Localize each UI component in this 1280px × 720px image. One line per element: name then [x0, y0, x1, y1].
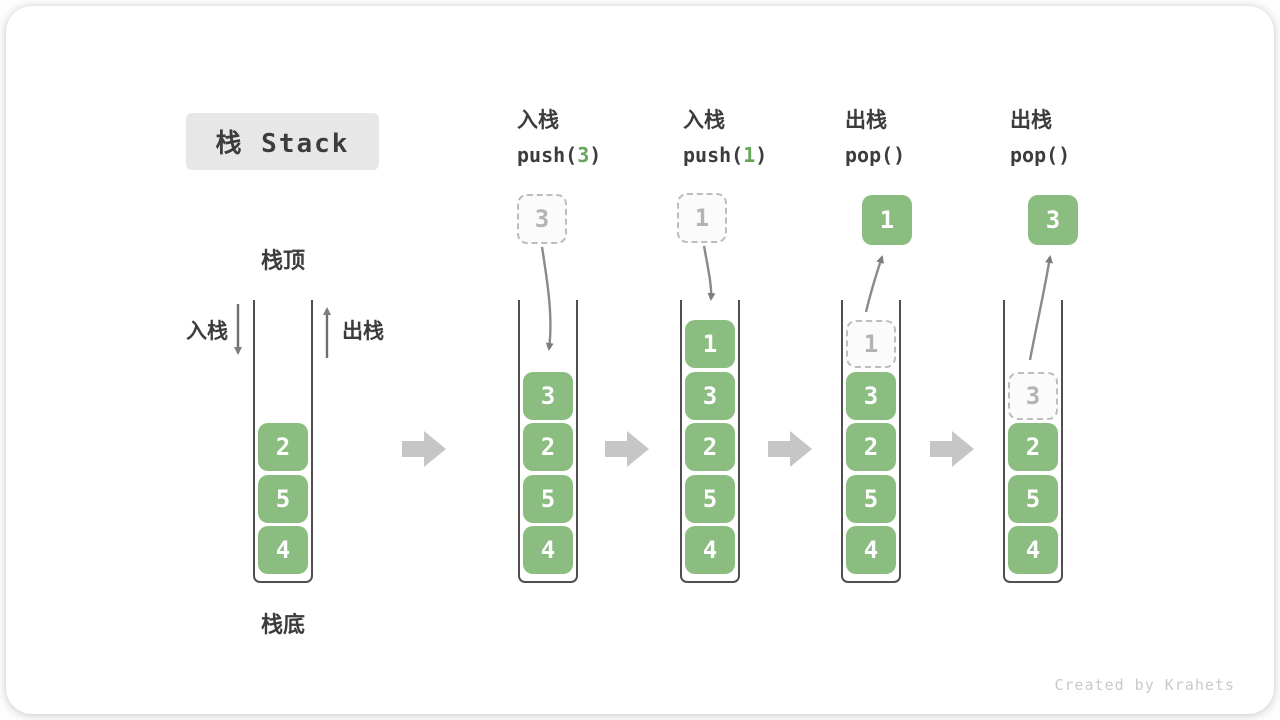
incoming-element-box: 3	[517, 194, 567, 244]
popped-element-box: 1	[862, 195, 912, 245]
stack-bottom-label: 栈底	[260, 613, 305, 638]
stack-cell: 2	[523, 423, 573, 471]
incoming-element-box: 1	[677, 193, 727, 243]
stack-cell: 1	[685, 320, 735, 368]
stack-cell: 4	[1008, 526, 1058, 574]
operation-header-push-1: 入栈 push(1)	[683, 104, 767, 167]
stack-cell: 5	[523, 474, 573, 523]
stack-cell: 2	[685, 423, 735, 471]
operation-header-pop-3: 出栈 pop()	[1010, 104, 1070, 167]
code-argument: 3	[577, 143, 590, 167]
operation-label: 出栈	[845, 108, 887, 132]
pop-side-label: 出栈	[342, 319, 384, 343]
operation-code: push(1)	[683, 143, 768, 167]
stack-cell: 2	[846, 423, 896, 471]
stack-cell: 3	[523, 371, 573, 420]
stack-cell: 2	[258, 423, 308, 471]
stack-cell: 4	[685, 526, 735, 574]
stack-cell: 4	[523, 526, 573, 574]
operation-header-push-3: 入栈 push(3)	[517, 104, 601, 167]
stack-cell: 3	[846, 371, 896, 420]
stack-cell: 5	[1008, 474, 1058, 523]
stack-cell: 2	[1008, 423, 1058, 471]
operation-code: pop()	[845, 143, 906, 167]
code-argument: 1	[743, 143, 756, 167]
operation-code: push(3)	[517, 143, 602, 167]
title-badge: 栈 Stack	[186, 113, 379, 170]
popped-element-box: 3	[1028, 195, 1078, 245]
stack-cell: 4	[258, 526, 308, 574]
operation-header-pop-1: 出栈 pop()	[845, 104, 905, 167]
stack-cell-ghost: 3	[1008, 371, 1058, 420]
stack-top-label: 栈顶	[260, 249, 305, 274]
operation-label: 出栈	[1010, 108, 1052, 132]
stack-cell-ghost: 1	[846, 320, 896, 368]
stack-cell: 4	[846, 526, 896, 574]
stack-cell: 5	[258, 474, 308, 523]
operation-code: pop()	[1010, 143, 1071, 167]
push-side-label: 入栈	[186, 319, 228, 343]
watermark: Created by Krahets	[1054, 676, 1235, 694]
stack-cell: 3	[685, 371, 735, 420]
operation-label: 入栈	[683, 108, 725, 132]
stack-cell: 5	[846, 474, 896, 523]
operation-label: 入栈	[517, 108, 559, 132]
stack-cell: 5	[685, 474, 735, 523]
